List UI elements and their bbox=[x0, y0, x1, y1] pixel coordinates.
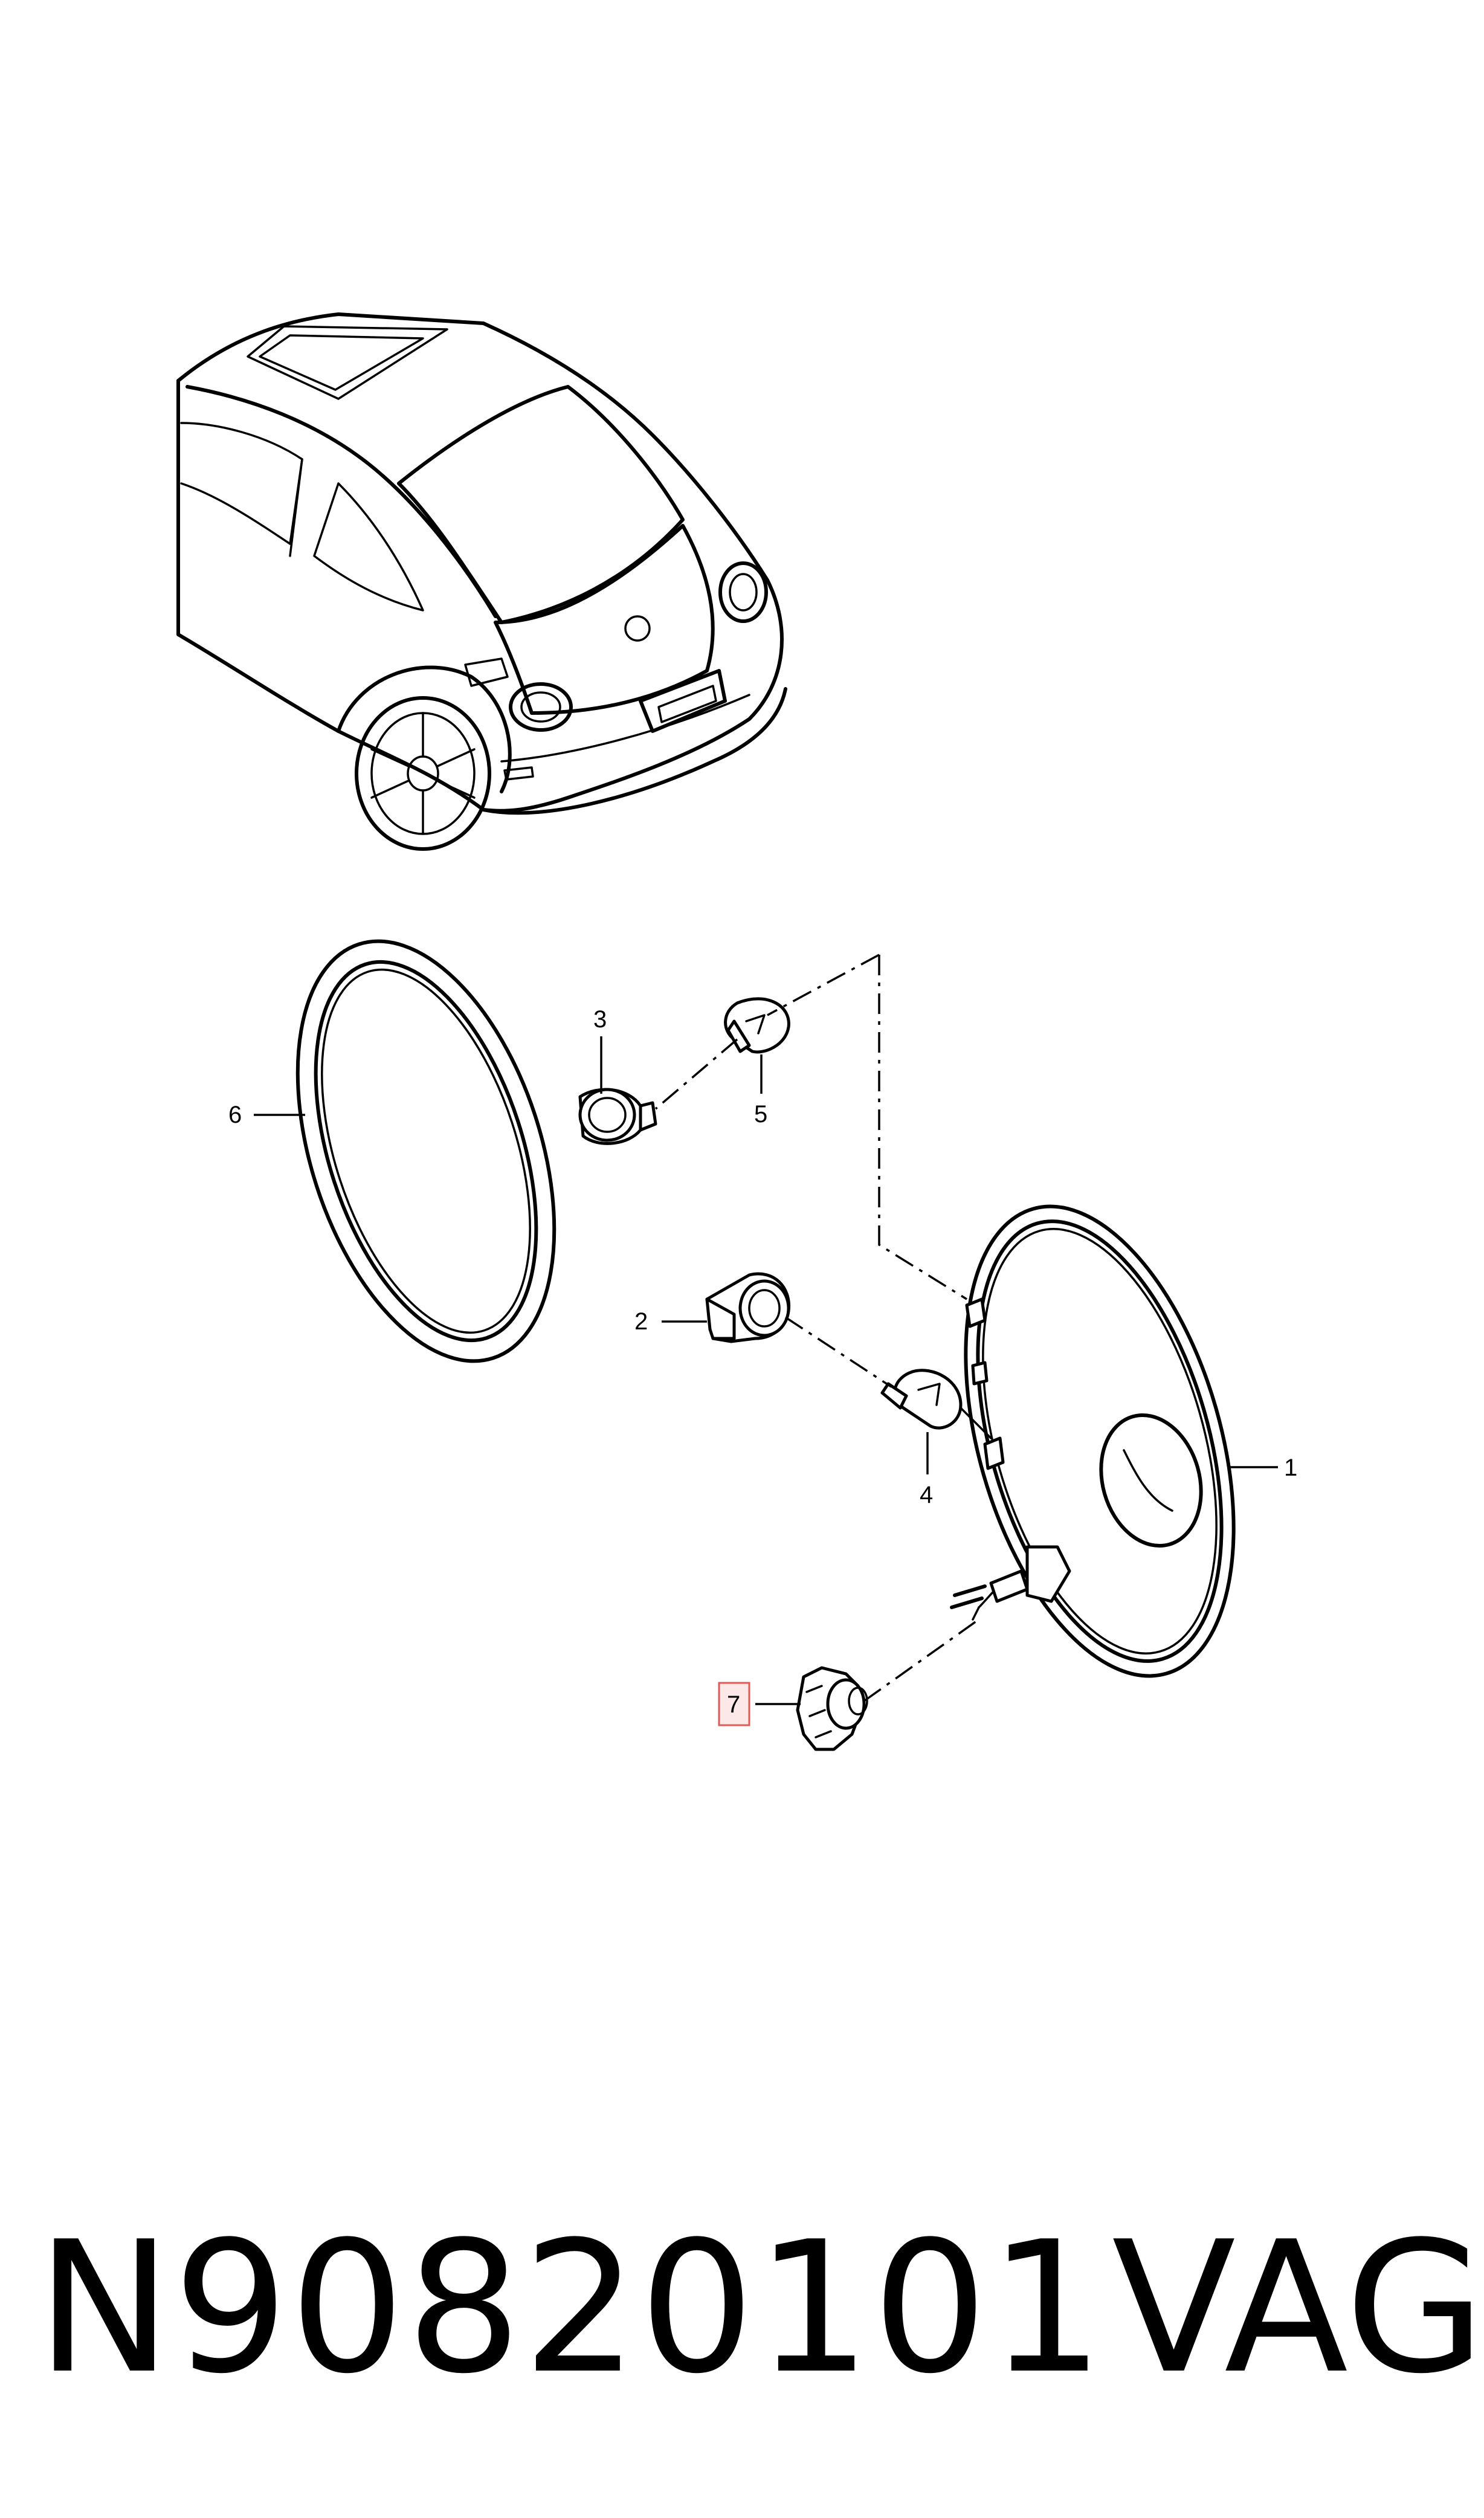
part-1-headlight-housing bbox=[950, 1204, 1236, 1678]
part-4-bulb bbox=[880, 1369, 963, 1430]
callout-leaders bbox=[254, 1036, 1278, 1705]
part-6-seal-ring bbox=[295, 939, 556, 1363]
callout-7: 7 bbox=[727, 1691, 740, 1718]
part-2-bulb-socket bbox=[705, 1272, 791, 1343]
part-3-bulb-socket bbox=[578, 1088, 657, 1145]
car-rear-illustration bbox=[176, 312, 787, 851]
callout-6: 6 bbox=[228, 1102, 242, 1128]
part-5-bulb bbox=[724, 997, 790, 1054]
callout-2: 2 bbox=[634, 1308, 648, 1335]
callout-3: 3 bbox=[593, 1006, 607, 1033]
callout-4: 4 bbox=[920, 1482, 933, 1508]
callout-labels: 1 2 3 4 5 6 7 bbox=[228, 1006, 1297, 1726]
caption: N90820101 VAG bbox=[0, 2200, 1484, 2417]
assembly-lines bbox=[654, 954, 992, 1702]
part-7-connector bbox=[796, 1666, 868, 1751]
callout-1: 1 bbox=[1284, 1454, 1297, 1481]
brand-name: VAG bbox=[1112, 2203, 1484, 2413]
callout-5: 5 bbox=[754, 1101, 767, 1128]
callout-7-highlight-box bbox=[718, 1682, 750, 1726]
part-number: N90820101 bbox=[36, 2203, 1106, 2413]
